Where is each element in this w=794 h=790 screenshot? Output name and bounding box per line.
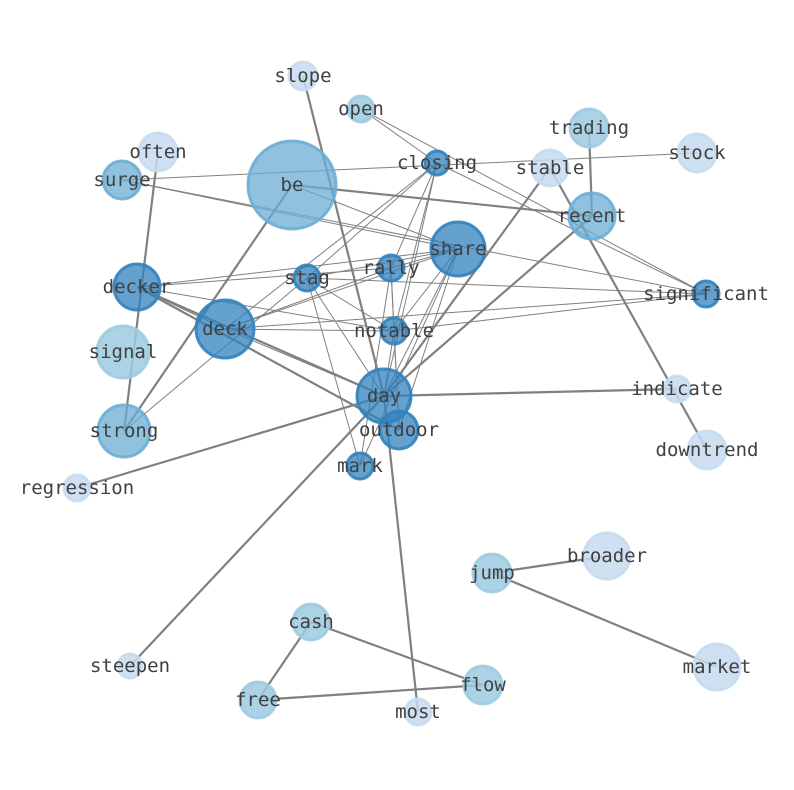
node-signal xyxy=(95,324,151,380)
node-label-stable: stable xyxy=(516,157,585,179)
node-share xyxy=(429,220,487,278)
edge-share-deck xyxy=(224,248,459,330)
node-slope xyxy=(287,60,319,92)
edge-cash-flow xyxy=(310,620,484,687)
node-notable xyxy=(379,316,409,346)
edge-closing-rally xyxy=(390,162,438,269)
edge-day-regression xyxy=(76,394,385,490)
edge-day-indicate xyxy=(383,387,678,398)
edge-closing-notable xyxy=(393,162,438,332)
node-label-slope: slope xyxy=(274,65,331,87)
node-closing xyxy=(423,149,451,177)
node-label-strong: strong xyxy=(90,420,159,442)
edge-surge-stock xyxy=(121,152,698,181)
node-label-stock: stock xyxy=(668,142,726,164)
node-significant xyxy=(691,279,721,309)
nodes-layer xyxy=(62,60,742,727)
edge-recent-day xyxy=(383,215,593,397)
node-outdoor xyxy=(378,409,420,451)
edge-open-closing xyxy=(360,108,438,164)
node-label-market: market xyxy=(683,656,752,678)
node-cash xyxy=(291,602,331,642)
edge-jump-market xyxy=(491,571,718,669)
node-rally xyxy=(376,253,406,283)
node-label-often: often xyxy=(129,141,186,163)
node-label-significant: significant xyxy=(643,283,769,305)
edge-stable-day xyxy=(383,167,551,397)
edge-stag-notable xyxy=(306,277,395,332)
node-broader xyxy=(582,531,632,581)
node-label-downtrend: downtrend xyxy=(656,439,759,461)
node-decker xyxy=(112,262,162,312)
edge-free-flow xyxy=(257,683,484,702)
node-recent xyxy=(567,191,617,241)
edge-deck-significant xyxy=(224,293,707,330)
labels-layer: be share deck day decker signal strong recent ou… xyxy=(20,65,769,723)
node-deck xyxy=(194,298,256,360)
node-label-outdoor: outdoor xyxy=(359,419,439,441)
node-label-jump: jump xyxy=(469,562,515,584)
node-regression xyxy=(62,473,92,503)
node-mark xyxy=(345,451,375,481)
node-label-cash: cash xyxy=(288,611,334,633)
node-label-be: be xyxy=(281,174,304,196)
edge-rally-decker xyxy=(136,267,392,288)
node-label-indicate: indicate xyxy=(631,378,723,400)
edge-closing-day xyxy=(383,162,438,397)
edge-be-recent xyxy=(291,183,593,218)
node-stock xyxy=(676,132,718,174)
node-open xyxy=(346,94,376,124)
node-downtrend xyxy=(686,429,728,471)
node-free xyxy=(238,680,278,720)
node-label-day: day xyxy=(367,385,401,407)
node-steepen xyxy=(116,652,144,680)
node-trading xyxy=(568,107,610,149)
node-label-decker: decker xyxy=(103,276,172,298)
node-label-open: open xyxy=(338,98,384,120)
edge-closing-deck xyxy=(224,162,438,330)
node-label-closing: closing xyxy=(397,152,477,174)
edge-decker-outdoor xyxy=(136,286,400,431)
edge-rally-mark xyxy=(359,267,392,467)
node-label-flow: flow xyxy=(460,674,506,696)
node-label-deck: deck xyxy=(202,318,248,340)
node-flow xyxy=(462,664,504,706)
node-label-recent: recent xyxy=(558,205,627,227)
edge-stag-mark xyxy=(306,277,361,467)
edge-open-significant xyxy=(360,108,707,295)
node-strong xyxy=(96,403,152,459)
node-label-most: most xyxy=(395,701,441,723)
node-label-trading: trading xyxy=(549,117,629,139)
node-label-free: free xyxy=(235,689,281,711)
edge-day-steepen xyxy=(129,395,385,667)
node-label-regression: regression xyxy=(20,477,134,499)
node-stag xyxy=(292,263,322,293)
node-label-notable: notable xyxy=(354,320,434,342)
node-market xyxy=(692,642,742,692)
node-label-signal: signal xyxy=(89,341,158,363)
node-surge xyxy=(101,159,143,201)
edge-notable-significant xyxy=(393,293,707,332)
node-label-rally: rally xyxy=(362,257,419,279)
node-label-mark: mark xyxy=(337,455,383,477)
node-most xyxy=(403,697,433,727)
node-label-broader: broader xyxy=(567,545,647,567)
node-label-stag: stag xyxy=(284,267,330,289)
edge-share-mark xyxy=(359,248,459,467)
node-label-share: share xyxy=(429,238,486,260)
edge-closing-stag xyxy=(306,162,438,279)
node-stable xyxy=(530,148,570,188)
node-label-surge: surge xyxy=(93,169,150,191)
node-label-steepen: steepen xyxy=(90,655,170,677)
node-often xyxy=(137,131,179,173)
edge-stag-significant xyxy=(306,277,707,295)
edge-decker-notable xyxy=(136,286,395,332)
node-be xyxy=(246,139,338,231)
edge-decker-day xyxy=(136,285,385,398)
node-indicate xyxy=(662,374,692,404)
node-jump xyxy=(471,552,513,594)
